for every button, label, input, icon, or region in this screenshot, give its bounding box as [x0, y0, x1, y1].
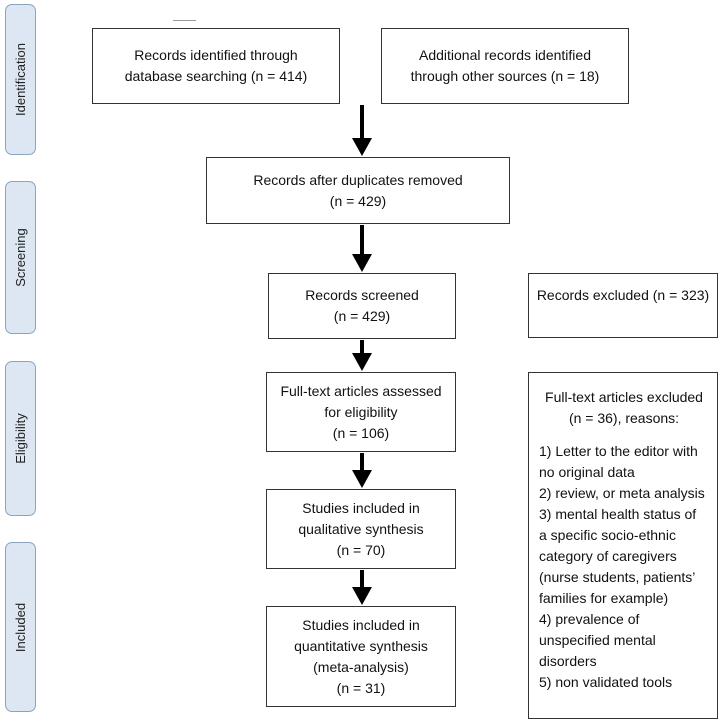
exclusion-reason: a specific socio-ethnic	[539, 527, 676, 543]
exclusion-reason: families for example)	[539, 590, 669, 606]
other-sources-line2: through other sources (n = 18)	[410, 68, 600, 84]
phase-identification: Identification	[5, 4, 36, 155]
fulltext-excluded-header-line2: (n = 36), reasons:	[568, 410, 680, 426]
fulltext-assessed-line3: (n = 106)	[332, 424, 390, 441]
duplicates-removed-line2: (n = 429)	[329, 192, 387, 209]
arrow-to-screened	[352, 225, 372, 272]
qualitative-synthesis-line2: qualitative synthesis	[298, 520, 424, 537]
records-screened-box: Records screened (n = 429)	[268, 273, 456, 339]
arrow-to-fulltext	[352, 340, 372, 371]
exclusion-reason: (nurse students, patients’	[539, 569, 696, 585]
fulltext-assessed-box: Full-text articles assessed for eligibil…	[266, 372, 456, 452]
quantitative-synthesis-line4: (n = 31)	[336, 679, 386, 696]
exclusion-reason: 1) Letter to the editor with	[539, 443, 698, 459]
arrow-to-duplicates	[352, 105, 372, 156]
arrow-to-qualitative	[352, 453, 372, 488]
fulltext-assessed-line1: Full-text articles assessed	[280, 382, 442, 399]
arrow-to-quantitative	[352, 570, 372, 605]
database-records-line1: Records identified through	[134, 47, 298, 63]
other-sources-line1: Additional records identified	[419, 47, 591, 63]
records-screened-line1: Records screened	[305, 287, 419, 303]
phase-screening: Screening	[5, 181, 36, 334]
exclusion-reason: 5) non validated tools	[539, 674, 673, 690]
qualitative-synthesis-line1: Studies included in	[302, 499, 420, 516]
records-excluded-box: Records excluded (n = 323)	[528, 273, 718, 338]
exclusion-reason: 3) mental health status of	[539, 506, 697, 522]
quantitative-synthesis-line3: (meta-analysis)	[313, 658, 409, 675]
records-excluded-line1: Records excluded (n = 323)	[536, 287, 710, 303]
quantitative-synthesis-line1: Studies included in	[302, 616, 420, 633]
quantitative-synthesis-line2: quantitative synthesis	[294, 637, 428, 654]
duplicates-removed-line1: Records after duplicates removed	[253, 171, 463, 188]
qualitative-synthesis-line3: (n = 70)	[336, 541, 386, 558]
exclusion-reason: no original data	[539, 464, 635, 480]
database-records-line2: database searching (n = 414)	[124, 68, 308, 84]
exclusion-reason: 4) prevalence of	[539, 611, 640, 627]
records-screened-line2: (n = 429)	[333, 308, 391, 324]
exclusion-reason: category of caregivers	[539, 548, 677, 564]
database-records-box: Records identified through database sear…	[92, 28, 340, 104]
quantitative-synthesis-box: Studies included in quantitative synthes…	[266, 606, 456, 707]
phase-eligibility: Eligibility	[5, 361, 36, 516]
fulltext-excluded-header-line1: Full-text articles excluded	[545, 389, 703, 405]
qualitative-synthesis-box: Studies included in qualitative synthesi…	[266, 489, 456, 569]
divider-mark	[173, 20, 196, 21]
duplicates-removed-box: Records after duplicates removed (n = 42…	[206, 157, 510, 224]
exclusion-reason: unspecified mental	[539, 632, 656, 648]
other-sources-box: Additional records identified through ot…	[381, 28, 629, 104]
fulltext-excluded-box: Full-text articles excluded (n = 36), re…	[528, 372, 718, 719]
phase-included: Included	[5, 542, 36, 712]
exclusion-reason: disorders	[539, 653, 597, 669]
fulltext-assessed-line2: for eligibility	[324, 403, 398, 420]
exclusion-reason: 2) review, or meta analysis	[539, 485, 705, 501]
